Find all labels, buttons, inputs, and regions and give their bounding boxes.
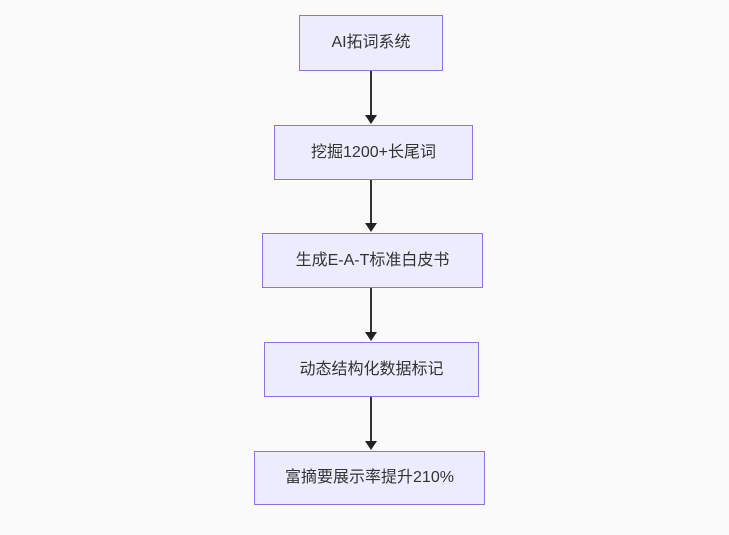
flow-node-ai-word-system: AI拓词系统 bbox=[299, 15, 443, 71]
edge-line bbox=[370, 288, 372, 333]
flow-node-label: 富摘要展示率提升210% bbox=[285, 469, 454, 487]
flow-edge-4 bbox=[364, 397, 378, 451]
arrowhead-down-icon bbox=[365, 441, 377, 450]
flow-node-label: 挖掘1200+长尾词 bbox=[311, 143, 436, 161]
flow-node-label: 动态结构化数据标记 bbox=[299, 360, 444, 378]
edge-line bbox=[370, 71, 372, 116]
arrowhead-down-icon bbox=[365, 332, 377, 341]
flow-node-label: 生成E-A-T标准白皮书 bbox=[295, 251, 450, 269]
flow-node-label: AI拓词系统 bbox=[331, 34, 411, 52]
flow-edge-1 bbox=[364, 71, 378, 125]
flow-node-rich-snippet-result: 富摘要展示率提升210% bbox=[254, 451, 485, 505]
flow-edge-3 bbox=[364, 288, 378, 342]
flow-edge-2 bbox=[364, 180, 378, 233]
flow-node-structured-data-markup: 动态结构化数据标记 bbox=[264, 342, 479, 397]
arrowhead-down-icon bbox=[365, 115, 377, 124]
flow-node-longtail-mining: 挖掘1200+长尾词 bbox=[274, 125, 473, 180]
edge-line bbox=[370, 180, 372, 224]
flow-node-eat-whitepaper: 生成E-A-T标准白皮书 bbox=[262, 233, 483, 288]
edge-line bbox=[370, 397, 372, 442]
arrowhead-down-icon bbox=[365, 223, 377, 232]
